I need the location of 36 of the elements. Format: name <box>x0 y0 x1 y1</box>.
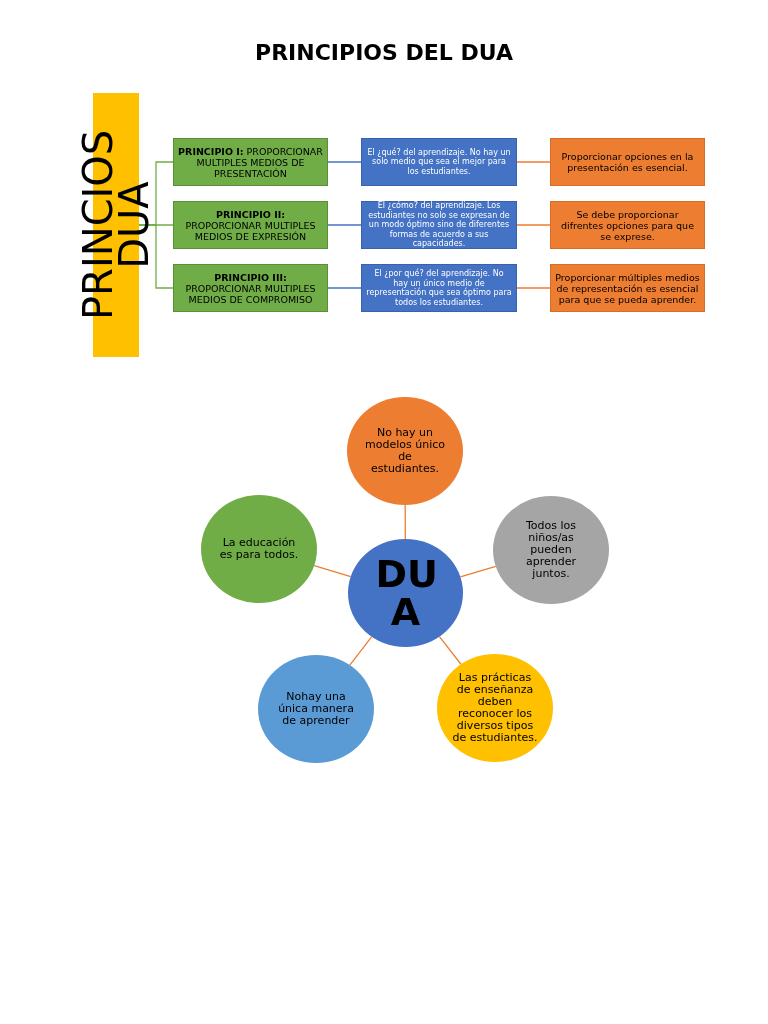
node-text: El ¿cómo? del aprendizaje. Los estudiantes no solo se expresan de un modo óptimo sino de diferentes formas de acuerdo a sus capacidades. <box>367 201 511 249</box>
node-text: PRINCIPIO II: PROPORCIONAR MULTIPLES MEDIOS DE EXPRESIÓN <box>184 208 317 242</box>
node-text: Proporcionar múltiples medios de representación es esencial para que se pueda aprender. <box>555 271 700 305</box>
node-text: La educación es para todos. <box>218 537 300 561</box>
connector-line <box>349 636 373 666</box>
node-text: PRINCIPIO I: PROPORCIONAR MULTIPLES MEDIOS DE PRESENTACIÓN <box>178 145 323 179</box>
principle-box <box>173 264 328 312</box>
description-box <box>361 138 517 186</box>
connector-line <box>138 224 174 289</box>
node-text: Las prácticas de enseñanza deben reconocer los diversos tipos de estudiantes. <box>452 672 538 744</box>
conclusion-box <box>550 201 705 249</box>
title: PRINCIPIOS DEL DUA <box>255 39 513 67</box>
node-text: El ¿por qué? del aprendizaje. No hay un único medio de representación que sea óptimo para todos los estudiantes. <box>366 269 512 307</box>
node-text: Todos los niños/as pueden aprender juntos. <box>524 520 577 580</box>
node-text: Se debe proporcionar difrentes opciones para que se exprese. <box>560 208 695 242</box>
connector-line <box>327 287 362 289</box>
connector-line <box>327 161 362 163</box>
node-text: Proporcionar opciones en la presentación es esencial. <box>560 151 695 173</box>
principle-box <box>173 201 328 249</box>
connector-line <box>516 161 551 163</box>
connector-line <box>438 635 462 665</box>
node-text: PRINCIPIO III: PROPORCIONAR MULTIPLES MEDIOS DE COMPROMISO <box>184 271 317 305</box>
connector-line <box>327 224 362 226</box>
connector-line <box>313 564 352 578</box>
node-text: Nohay una única manera de aprender <box>277 691 355 727</box>
node-text: No hay un modelos único de estudiantes. <box>365 427 445 475</box>
node-text: El ¿qué? del aprendizaje. No hay un solo medio que sea el mejor para los estudiantes. <box>366 147 512 177</box>
connector-line <box>459 565 497 578</box>
vertical-heading: PRINCIOS DUA <box>80 130 152 320</box>
conclusion-box <box>550 264 705 312</box>
connector-line <box>516 287 551 289</box>
node-text: DU A <box>375 555 436 631</box>
principle-box <box>173 138 328 186</box>
conclusion-box <box>550 138 705 186</box>
connector-line <box>404 504 406 540</box>
connector-line <box>516 224 551 226</box>
